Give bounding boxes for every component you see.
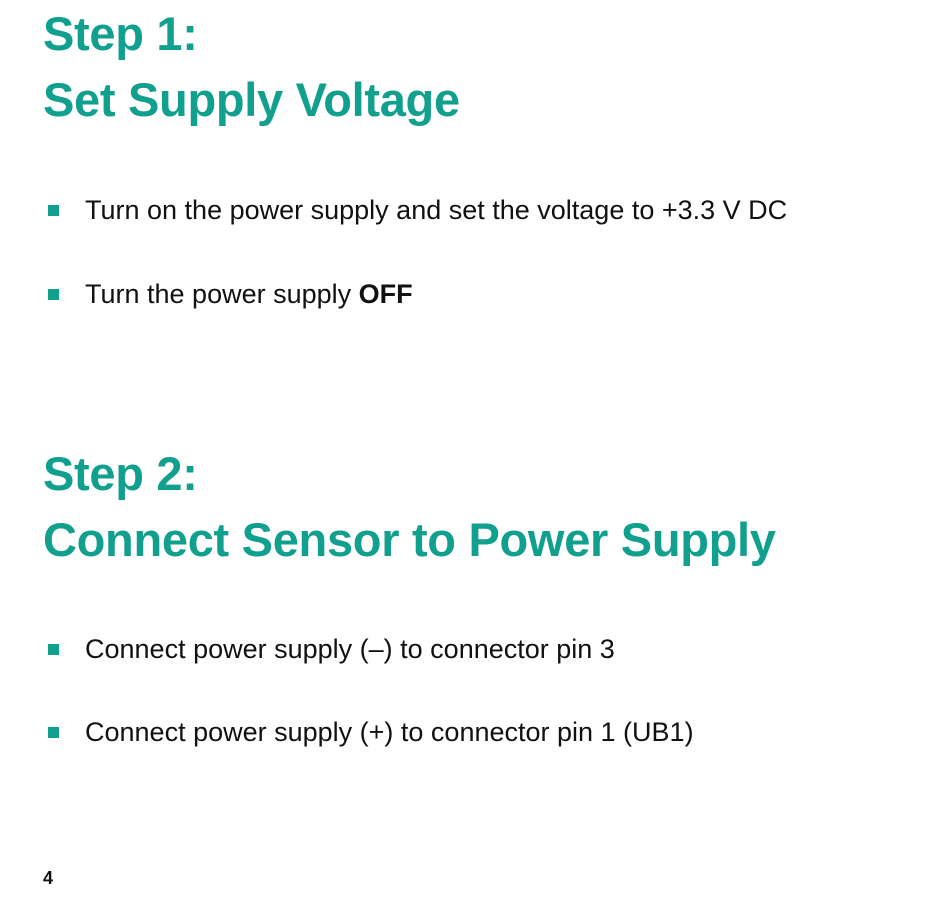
list-item: Connect power supply (+) to connector pi… — [48, 715, 694, 749]
step-1-title: Set Supply Voltage — [43, 73, 460, 126]
bullet-text-regular: Turn on the power supply and set the vol… — [85, 195, 788, 225]
list-item: Turn on the power supply and set the vol… — [48, 193, 787, 227]
bullet-square-icon — [48, 204, 59, 216]
bullet-text-bold: OFF — [358, 279, 413, 309]
bullet-square-icon — [48, 288, 59, 300]
bullet-square-icon — [48, 726, 59, 738]
step-1-label: Step 1: — [43, 7, 198, 60]
list-item: Connect power supply (–) to connector pi… — [48, 632, 615, 666]
step-2-heading: Step 2: Connect Sensor to Power Supply — [43, 441, 776, 573]
step-1-heading: Step 1: Set Supply Voltage — [43, 1, 460, 133]
bullet-text-regular: Connect power supply (–) to connector pi… — [85, 634, 615, 664]
step-2-label: Step 2: — [43, 447, 198, 500]
bullet-text: Connect power supply (+) to connector pi… — [85, 715, 694, 749]
list-item: Turn the power supply OFF — [48, 277, 413, 311]
page-number: 4 — [43, 868, 54, 888]
step-2-title: Connect Sensor to Power Supply — [43, 513, 776, 566]
bullet-text: Connect power supply (–) to connector pi… — [85, 632, 615, 666]
bullet-text-regular: Connect power supply (+) to connector pi… — [85, 717, 694, 747]
bullet-square-icon — [48, 643, 59, 655]
bullet-text: Turn on the power supply and set the vol… — [85, 193, 787, 227]
bullet-text-regular: Turn the power supply — [85, 279, 359, 309]
bullet-text: Turn the power supply OFF — [85, 277, 413, 311]
